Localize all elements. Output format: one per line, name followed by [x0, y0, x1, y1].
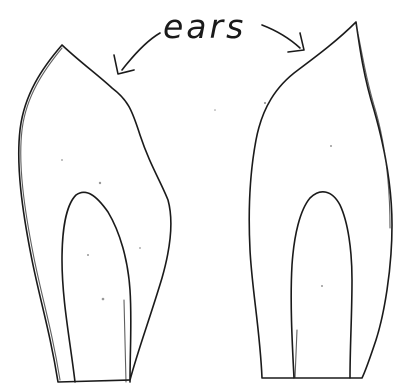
ears-label: ears — [163, 7, 246, 46]
left-ear-inner-outline — [62, 192, 131, 382]
right-ear — [249, 22, 392, 378]
right-arrow — [262, 25, 304, 52]
left-ear — [19, 45, 171, 382]
left-arrow — [114, 33, 160, 74]
right-ear-outline — [249, 22, 392, 378]
right-ear-inner-outline — [291, 192, 352, 378]
left-ear-outline — [19, 45, 171, 382]
